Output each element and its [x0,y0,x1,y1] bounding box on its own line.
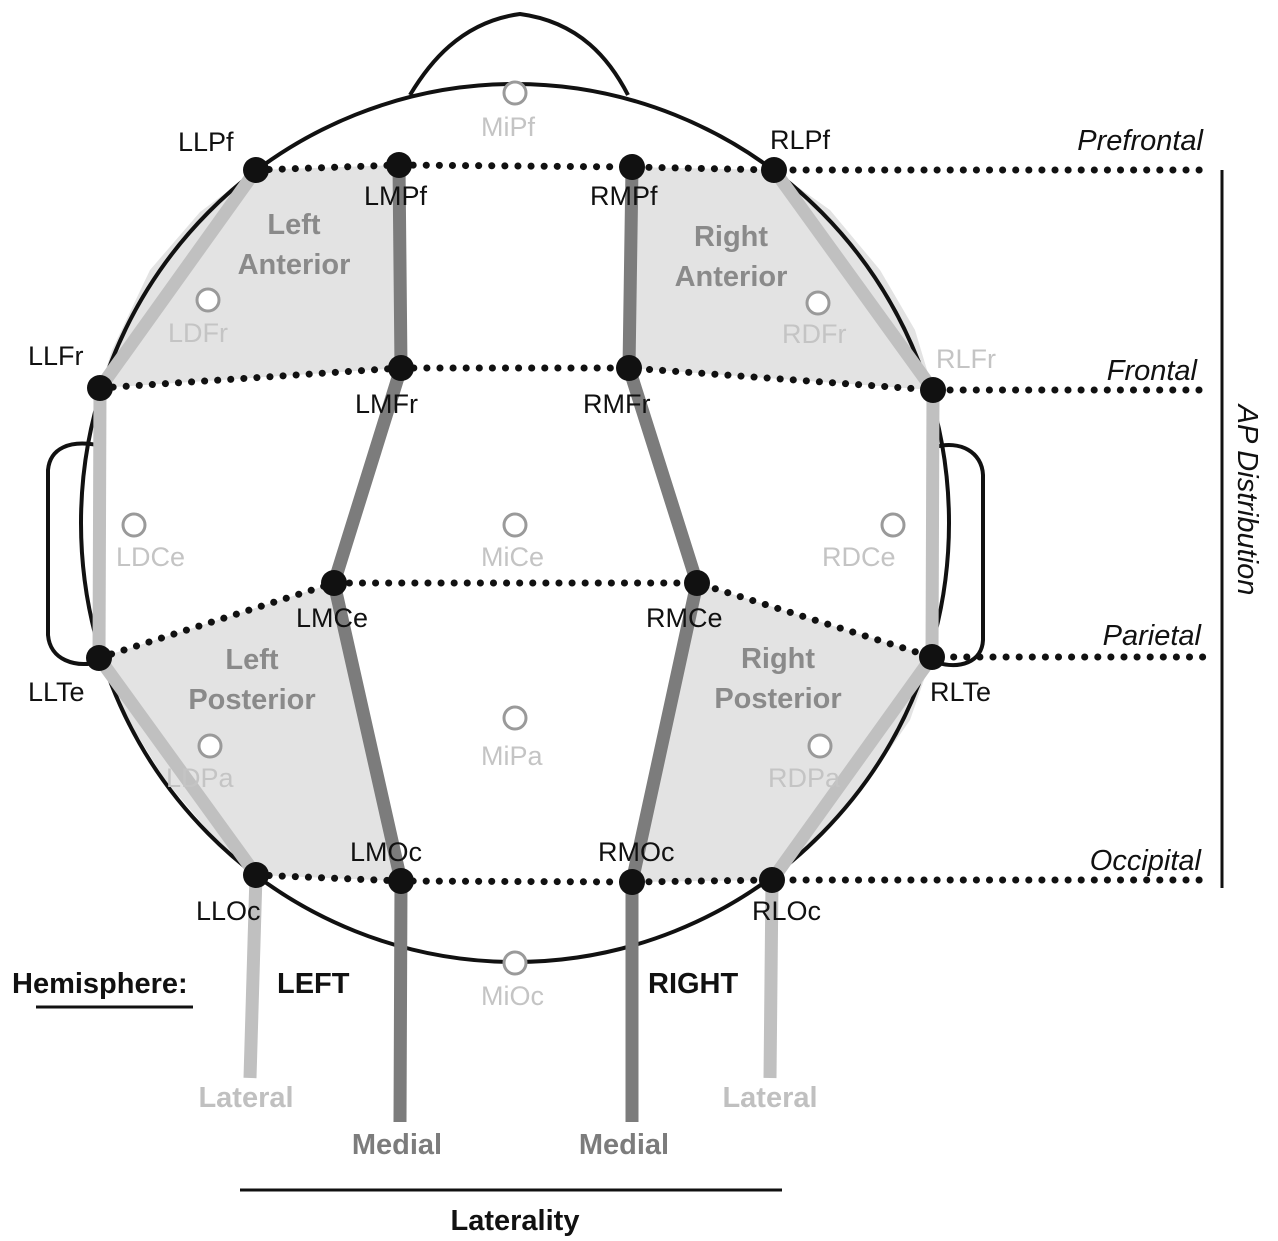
electrode-RMFr [616,355,642,381]
label-right-medial: Medial [579,1129,669,1161]
electrode-RLOc [759,867,785,893]
label-prefrontal: Prefrontal [1077,125,1204,157]
inactive-electrode-labels: MiPf LDFr RDFr RLFr LDCe MiCe RDCe MiPa … [116,112,996,1011]
label-LLOc: LLOc [196,896,261,926]
electrode-LMOc [388,868,414,894]
left-anterior-region [100,165,401,388]
region-left-posterior-line1: Left [225,644,279,676]
label-RDFr: RDFr [782,319,846,349]
label-LMOc: LMOc [350,837,422,867]
electrode-RDFr [805,290,831,316]
ap-axis-title: AP Distribution [1231,403,1263,596]
label-LDPa: LDPa [166,763,235,793]
electrode-RMOc [619,869,645,895]
electrode-MiOc [502,950,528,976]
label-LMFr: LMFr [355,389,418,419]
hemisphere-right: RIGHT [648,968,739,1000]
label-LLFr: LLFr [28,341,84,371]
label-RDPa: RDPa [768,763,841,793]
region-right-anterior-line1: Right [694,221,768,253]
label-LDFr: LDFr [168,318,228,348]
region-left-anterior-line2: Anterior [238,249,351,281]
ap-level-labels: Prefrontal Frontal Parietal Occipital [1077,125,1204,877]
shaded-regions [99,165,933,882]
label-frontal: Frontal [1107,355,1199,387]
left-ear [46,441,100,666]
label-LMPf: LMPf [364,181,428,211]
electrode-LMPf [386,152,412,178]
right-anterior-region [629,167,933,390]
left-posterior-region [99,583,401,881]
laterality-axis-title: Laterality [451,1205,580,1237]
label-LDCe: LDCe [116,542,185,572]
label-RLOc: RLOc [752,896,821,926]
region-right-posterior-line1: Right [741,643,815,675]
nose [408,11,630,97]
label-RLFr: RLFr [936,344,996,374]
region-right-anterior-line2: Anterior [675,261,788,293]
electrode-RLFr [920,377,946,403]
hemisphere-label: Hemisphere: [12,968,188,1000]
electrode-RDCe [880,512,906,538]
label-RMOc: RMOc [598,837,675,867]
label-RMPf: RMPf [590,181,658,211]
right-ear [934,443,985,667]
laterality-labels: Lateral Medial Medial Lateral [198,1082,817,1161]
electrode-RLTe [919,644,945,670]
electrode-RLPf [761,157,787,183]
electrode-MiPf [502,80,528,106]
right-posterior-region [632,583,932,882]
label-LMCe: LMCe [296,603,368,633]
label-parietal: Parietal [1103,620,1203,652]
electrode-LLOc [243,862,269,888]
hemisphere-left: LEFT [277,968,350,1000]
region-left-anterior-line1: Left [267,209,321,241]
electrode-LLFr [87,375,113,401]
label-RMCe: RMCe [646,603,723,633]
inactive-electrodes [121,80,906,976]
label-LLPf: LLPf [178,127,234,157]
electrode-RMCe [684,570,710,596]
electrode-LMCe [321,570,347,596]
label-LLTe: LLTe [28,677,85,707]
electrode-LMFr [388,355,414,381]
label-RDCe: RDCe [822,542,896,572]
label-MiCe: MiCe [481,542,544,572]
region-right-posterior-line2: Posterior [714,683,841,715]
region-left-posterior-line2: Posterior [188,684,315,716]
label-RLTe: RLTe [930,677,991,707]
label-left-lateral: Lateral [198,1082,293,1114]
active-electrodes [86,152,946,895]
label-MiPf: MiPf [481,112,535,142]
label-left-medial: Medial [352,1129,442,1161]
electrode-LDFr [195,287,221,313]
region-labels: Left Anterior Right Anterior Left Poster… [188,209,841,716]
electrode-MiCe [502,512,528,538]
label-occipital: Occipital [1090,845,1203,877]
electrode-MiPa [502,705,528,731]
electrode-RMPf [619,154,645,180]
label-RMFr: RMFr [583,389,650,419]
electrode-LDPa [197,733,223,759]
electrode-LLTe [86,645,112,671]
electrode-LDCe [121,512,147,538]
active-electrode-labels: LLPf LMPf RMPf RLPf LLFr LMFr RMFr LMCe … [28,125,991,926]
electrode-RDPa [807,733,833,759]
label-MiPa: MiPa [481,741,543,771]
label-MiOc: MiOc [481,981,544,1011]
label-RLPf: RLPf [770,125,831,155]
electrode-LLPf [243,157,269,183]
label-right-lateral: Lateral [722,1082,817,1114]
hemisphere-row: Hemisphere: LEFT RIGHT [12,968,739,1009]
